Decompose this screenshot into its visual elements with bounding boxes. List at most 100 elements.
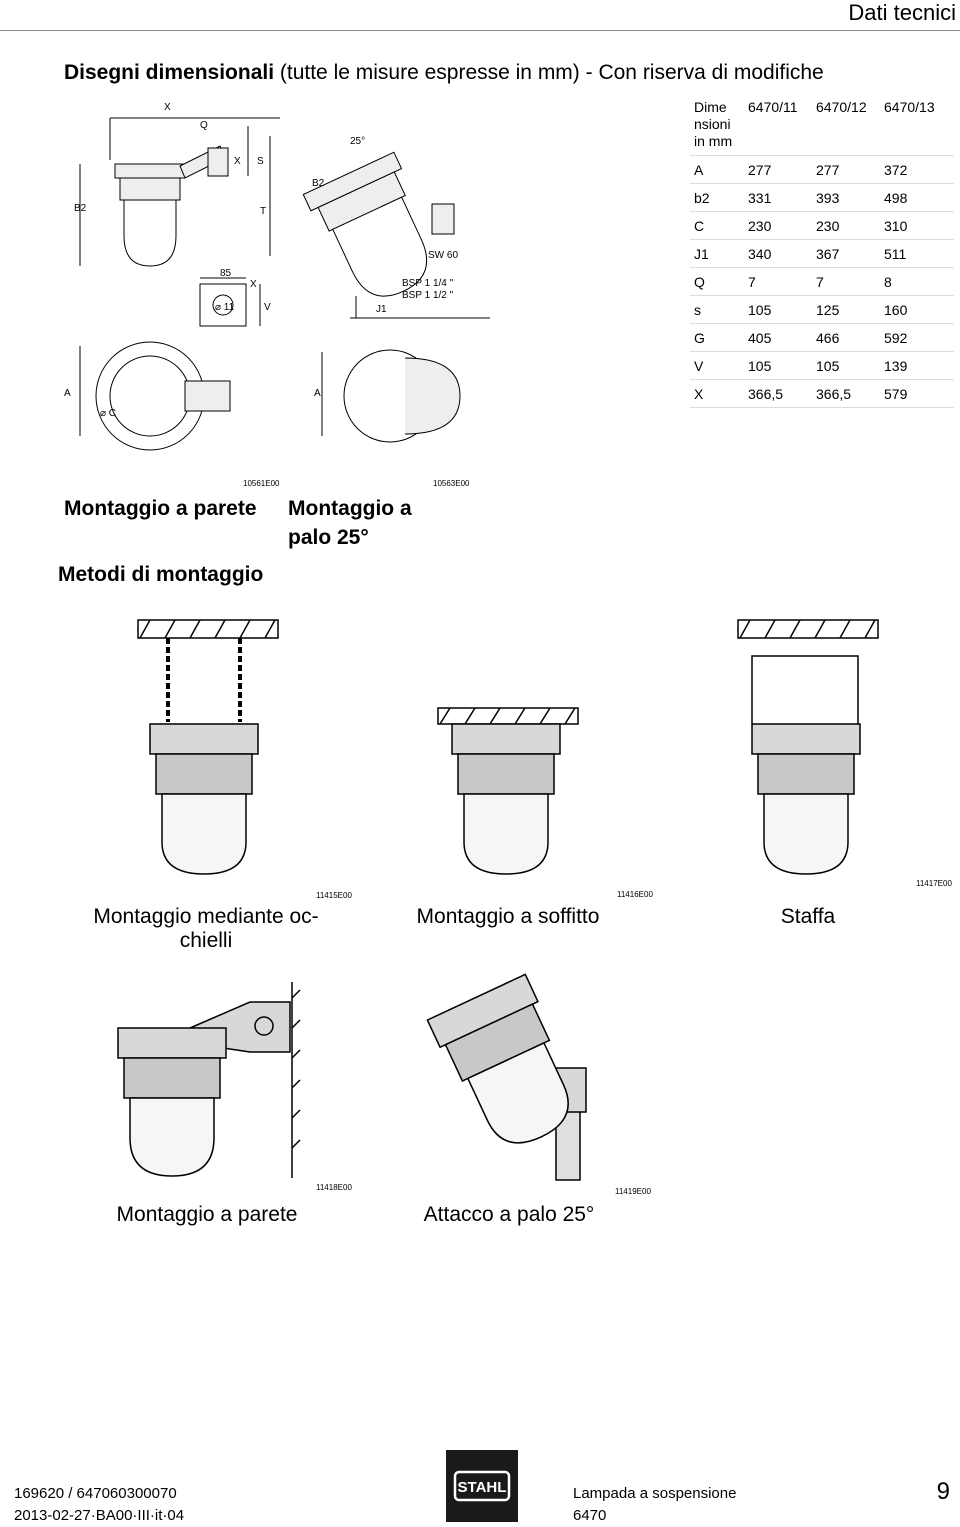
drawing-code-wall: 10561E00 bbox=[243, 479, 280, 488]
table-cell: 405 bbox=[744, 323, 812, 352]
table-cell: 331 bbox=[744, 183, 812, 212]
drawing-label-q: Q bbox=[200, 120, 208, 131]
table-cell: b2 bbox=[690, 183, 744, 212]
table-cell: 511 bbox=[880, 239, 954, 268]
drawing-label-sw: SW 60 bbox=[428, 250, 458, 261]
footer-product-code: 6470 bbox=[573, 1507, 607, 1524]
page-number: 9 bbox=[936, 1478, 950, 1505]
table-cell: 277 bbox=[812, 155, 880, 184]
table-cell: V bbox=[690, 351, 744, 380]
mounting-code-3: 11417E00 bbox=[916, 879, 952, 888]
mounting-caption-1: Montaggio mediante oc- chielli bbox=[70, 905, 342, 953]
section-title: Metodi di montaggio bbox=[58, 563, 264, 586]
table-cell: s bbox=[690, 295, 744, 324]
mounting-code-5: 11419E00 bbox=[615, 1187, 651, 1196]
drawing-label-85: 85 bbox=[220, 268, 232, 279]
drawing-caption-pole-l1: Montaggio a bbox=[288, 497, 412, 520]
footer-product-name: Lampada a sospensione bbox=[573, 1485, 737, 1502]
drawing-label-t: T bbox=[260, 206, 266, 217]
mounting-caption-1-l1: Montaggio mediante oc- bbox=[93, 905, 319, 928]
table-cell: 160 bbox=[880, 295, 954, 324]
table-cell: J1 bbox=[690, 239, 744, 268]
drawing-label-a2: A bbox=[314, 388, 321, 399]
mounting-illustrations-row1 bbox=[137, 619, 879, 875]
drawing-caption-pole-l2: palo 25° bbox=[288, 526, 369, 549]
table-cell: Q bbox=[690, 267, 744, 296]
page-title: Disegni dimensionali (tutte le misure es… bbox=[64, 61, 824, 85]
drawing-label-b2b: B2 bbox=[312, 178, 325, 189]
drawing-code-pole: 10563E00 bbox=[433, 479, 470, 488]
mounting-caption-4: Montaggio a parete bbox=[116, 1203, 298, 1226]
footer-doc-number: 169620 / 647060300070 bbox=[14, 1485, 177, 1502]
drawing-label-bsp2: BSP 1 1/2 " bbox=[402, 290, 454, 301]
table-cell: C bbox=[690, 211, 744, 240]
table-cell: X bbox=[690, 379, 744, 408]
table-cell: 277 bbox=[744, 155, 812, 184]
table-cell: 367 bbox=[812, 239, 880, 268]
drawing-label-a: A bbox=[64, 388, 71, 399]
header-title: Dati tecnici bbox=[848, 0, 956, 25]
table-cell: A bbox=[690, 155, 744, 184]
table-cell: 466 bbox=[812, 323, 880, 352]
drawing-label-x2: X bbox=[234, 156, 241, 167]
drawing-label-x: X bbox=[164, 102, 171, 113]
table-cell: 105 bbox=[812, 351, 880, 380]
table-header-cell: 6470/11 bbox=[744, 97, 812, 156]
table-cell: 310 bbox=[880, 211, 954, 240]
table-cell: G bbox=[690, 323, 744, 352]
table-header-row: Dime nsioni in mm 6470/11 6470/12 6470/1… bbox=[690, 97, 954, 156]
table-cell: 498 bbox=[880, 183, 954, 212]
footer-doc-date: 2013-02-27·BA00·III·it·04 bbox=[14, 1507, 185, 1524]
drawing-label-v: V bbox=[264, 302, 271, 313]
table-cell: 125 bbox=[812, 295, 880, 324]
footer-product: Lampada a sospensione 6470 bbox=[573, 1483, 736, 1527]
table-cell: 230 bbox=[744, 211, 812, 240]
mounting-caption-2: Montaggio a soffitto bbox=[416, 905, 600, 928]
table-cell: 340 bbox=[744, 239, 812, 268]
table-cell: 579 bbox=[880, 379, 954, 408]
table-cell: 393 bbox=[812, 183, 880, 212]
table-cell: 7 bbox=[744, 267, 812, 296]
table-cell: 8 bbox=[880, 267, 954, 296]
drawing-label-b2: B2 bbox=[74, 203, 87, 214]
mounting-code-1: 11415E00 bbox=[316, 891, 352, 900]
table-cell: 230 bbox=[812, 211, 880, 240]
table-cell: 105 bbox=[744, 351, 812, 380]
table-cell: 7 bbox=[812, 267, 880, 296]
drawing-label-c: ⌀ C bbox=[100, 408, 116, 419]
mounting-caption-5: Attacco a palo 25° bbox=[423, 1203, 595, 1226]
table-cell: 105 bbox=[744, 295, 812, 324]
page-title-bold: Disegni dimensionali bbox=[64, 61, 275, 84]
table-cell: 592 bbox=[880, 323, 954, 352]
page-title-rest: (tutte le misure espresse in mm) - Con r… bbox=[274, 61, 824, 84]
footer-document-info: 169620 / 647060300070 2013-02-27·BA00·II… bbox=[14, 1483, 184, 1527]
mounting-illustrations-row2 bbox=[117, 973, 587, 1181]
table-header-cell: 6470/12 bbox=[812, 97, 880, 156]
table-cell: 366,5 bbox=[812, 379, 880, 408]
logo-text: STAHL bbox=[458, 1479, 507, 1496]
drawing-label-bsp1: BSP 1 1/4 " bbox=[402, 278, 454, 289]
table-cell: 372 bbox=[880, 155, 954, 184]
dimension-drawing: X Q X S B2 T 85 X ⌀ 11 V 25° B2 SW 60 BS… bbox=[64, 102, 490, 451]
dimension-table: Dime nsioni in mm 6470/11 6470/12 6470/1… bbox=[690, 97, 954, 408]
table-header-cell: 6470/13 bbox=[880, 97, 954, 156]
mounting-caption-1-l2: chielli bbox=[179, 929, 233, 952]
table-cell: 139 bbox=[880, 351, 954, 380]
mounting-caption-3: Staffa bbox=[780, 905, 836, 928]
table-cell: 366,5 bbox=[744, 379, 812, 408]
drawing-label-j1: J1 bbox=[376, 304, 387, 315]
stahl-logo: STAHL bbox=[446, 1450, 518, 1522]
table-header-cell: Dime nsioni in mm bbox=[690, 97, 744, 156]
header-divider bbox=[0, 30, 960, 31]
mounting-code-2: 11416E00 bbox=[617, 890, 653, 899]
drawing-label-d11: ⌀ 11 bbox=[215, 302, 235, 313]
drawing-label-angle: 25° bbox=[350, 136, 365, 147]
